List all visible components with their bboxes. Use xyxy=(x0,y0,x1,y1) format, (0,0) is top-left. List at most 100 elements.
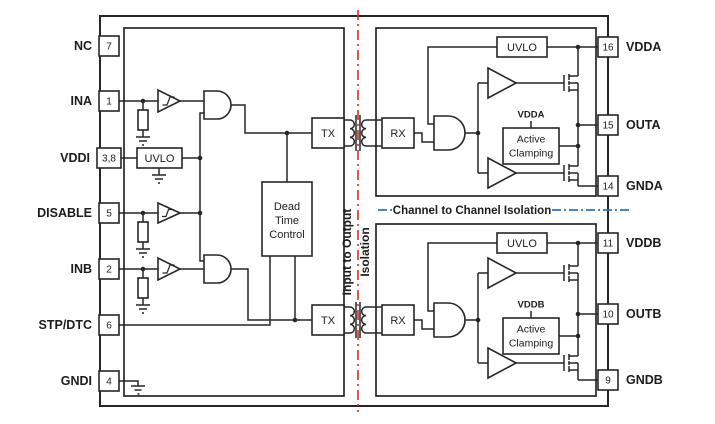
pin-number: 9 xyxy=(605,376,611,387)
dead-time-label-1: Dead xyxy=(274,201,300,213)
tx-a-label: TX xyxy=(321,128,336,140)
pin-box xyxy=(98,35,120,57)
input-side-block-outline xyxy=(123,27,345,397)
transformer-b-leads xyxy=(344,306,382,334)
pulldown-resistor-inb-leads xyxy=(136,269,150,314)
rx-block-a xyxy=(381,117,415,149)
transformer-a-secondary-winding xyxy=(360,119,367,147)
pin-label: OUTB xyxy=(626,307,661,321)
uvlo-input-label: UVLO xyxy=(145,153,175,165)
hysteresis-icon xyxy=(162,96,175,106)
wire-gndi-ground xyxy=(119,380,145,395)
rx-b-label: RX xyxy=(390,315,406,327)
pin-stp-dtc: 6 STP/DTC xyxy=(39,314,120,336)
isolation-label-line2: Isolation xyxy=(358,227,372,276)
pin-vdda: 16 VDDA xyxy=(597,36,661,58)
transformer-a-primary-winding xyxy=(349,119,356,147)
channel-b-block-outline xyxy=(375,223,597,397)
pin-box xyxy=(98,90,120,112)
pulldown-resistor-inb xyxy=(137,277,149,299)
mosfet-high-b xyxy=(563,264,579,282)
channel-isolation-label: Channel to Channel Isolation xyxy=(393,205,551,217)
wire-anda-to-drivers xyxy=(465,82,488,174)
mosfet-low-b xyxy=(563,354,579,372)
wire-stp-dtc xyxy=(119,256,271,326)
tx-block-a xyxy=(311,117,345,149)
pin-vddi: 3,8 VDDI xyxy=(60,147,122,169)
pin-label: OUTA xyxy=(626,118,661,132)
input-buffers xyxy=(157,88,182,282)
uvlo-input-ground xyxy=(152,168,166,184)
pin-label: INA xyxy=(70,94,92,108)
mosfet-channel xyxy=(568,74,579,92)
wire-enable-bus xyxy=(199,112,204,262)
pin-box xyxy=(98,370,120,392)
wire-gate-leads-a xyxy=(516,82,564,174)
transformer-a-leads xyxy=(344,119,382,147)
and-gate-channel-b-output xyxy=(433,302,466,338)
pin-box xyxy=(597,232,619,254)
pin-label: VDDB xyxy=(626,236,661,250)
pin-number: 15 xyxy=(602,121,614,132)
wire-gate-leads-b xyxy=(516,272,564,364)
uvlo-b-label: UVLO xyxy=(507,238,537,250)
pin-label: NC xyxy=(74,39,92,53)
pin-box xyxy=(98,314,120,336)
driver-low-b xyxy=(487,346,518,380)
wire-uvlob-to-and xyxy=(427,242,497,312)
input-output-isolation: Input to Output Isolation xyxy=(340,10,372,412)
wire-output-stage-b xyxy=(577,243,598,381)
channel-to-channel-isolation: Channel to Channel Isolation xyxy=(378,205,632,217)
pin-number: 11 xyxy=(603,239,614,250)
mosfet-low-a xyxy=(563,164,579,182)
uvlo-block-b xyxy=(496,232,548,254)
mosfet-high-a xyxy=(563,74,579,92)
active-clamping-b-label-2: Clamping xyxy=(509,338,554,350)
pin-label: GNDI xyxy=(61,374,92,388)
pin-disable: 5 DISABLE xyxy=(37,202,120,224)
pin-number: 14 xyxy=(602,182,614,193)
pin-number: 10 xyxy=(602,310,614,321)
pin-outa: 15 OUTA xyxy=(597,114,661,136)
mosfet-channel xyxy=(568,354,579,372)
hysteresis-icon xyxy=(162,264,175,274)
wire-anda-to-tx1 xyxy=(231,104,312,134)
transformer-a-core xyxy=(355,115,361,151)
pin-label: GNDB xyxy=(626,373,663,387)
isolation-label-line1: Input to Output xyxy=(340,209,354,296)
pin-box xyxy=(96,147,122,169)
pulldown-resistor-disable-leads xyxy=(136,213,150,258)
wire-rxb-to-and xyxy=(414,319,434,330)
pin-inb: 2 INB xyxy=(70,258,120,280)
isolation-transformer-a xyxy=(344,115,382,151)
pin-label: VDDI xyxy=(60,151,90,165)
and-gate-channel-b-input xyxy=(203,254,232,284)
pin-number: 4 xyxy=(106,377,112,388)
pin-box xyxy=(597,175,619,197)
dead-time-label-3: Control xyxy=(269,229,304,241)
pin-number: 2 xyxy=(106,265,112,276)
wire-uvloa-to-and xyxy=(427,46,497,125)
and-gate-channel-a-input xyxy=(203,90,232,120)
pin-label: STP/DTC xyxy=(39,318,92,332)
pin-number: 1 xyxy=(106,97,112,108)
active-clamping-block-a xyxy=(502,127,560,165)
wire-andb-to-tx2 xyxy=(231,268,312,321)
pin-vddb: 11 VDDB xyxy=(597,232,661,254)
driver-high-b xyxy=(487,256,518,290)
wire-rxa-to-and xyxy=(414,132,434,143)
pin-outb: 10 OUTB xyxy=(597,303,661,325)
tx-block-b xyxy=(311,304,345,336)
schmitt-buffer-disable xyxy=(157,201,182,225)
pin-number: 16 xyxy=(602,43,614,54)
pin-box xyxy=(597,369,619,391)
hysteresis-icon xyxy=(162,208,173,218)
pulldown-resistor-disable xyxy=(137,221,149,243)
uvlo-block-input xyxy=(136,147,183,169)
wire-output-stage-a xyxy=(577,47,598,187)
channel-a-block-outline xyxy=(375,27,597,197)
transformer-b-primary-winding xyxy=(349,306,356,334)
dead-time-control-block xyxy=(261,181,313,257)
pin-box xyxy=(98,258,120,280)
